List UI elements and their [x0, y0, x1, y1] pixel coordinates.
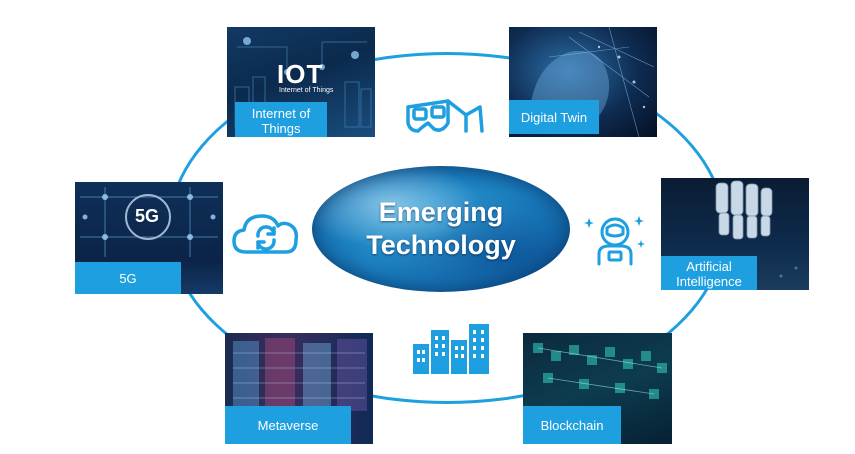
card-ai: Artificial Intelligence: [661, 178, 809, 290]
buildings-icon: [413, 324, 489, 374]
cloud-sync-icon: [232, 214, 299, 254]
ai-label-line2: Intelligence: [676, 274, 742, 289]
blockchain-label-text: Blockchain: [540, 417, 604, 433]
card-5g: 5G 5G: [75, 182, 223, 294]
ai-label-line1: Artificial: [686, 259, 732, 274]
fiveg-label: 5G: [75, 262, 181, 294]
card-metaverse: Metaverse: [225, 333, 373, 444]
iot-photo-subtitle: Internet of Things: [279, 87, 334, 94]
card-blockchain: Blockchain: [523, 333, 672, 444]
iot-label-line1: Internet of: [251, 106, 311, 121]
center-topic: Emerging Technology: [312, 166, 570, 292]
fiveg-photo-title: 5G: [135, 206, 160, 226]
astronaut-icon: [584, 216, 645, 266]
digital-twin-label: Digital Twin: [509, 100, 599, 134]
card-digital-twin: Digital Twin: [509, 27, 657, 137]
iot-photo-title: IOT: [277, 59, 324, 89]
iot-label: Internet of Things: [235, 102, 327, 137]
center-title-line2: Technology: [366, 230, 516, 260]
card-iot: IOT Internet of Things Internet of Thing…: [227, 27, 375, 137]
center-title-line1: Emerging: [378, 197, 504, 227]
fiveg-label-text: 5G: [119, 270, 137, 286]
ai-label: Artificial Intelligence: [661, 256, 757, 290]
iot-label-line2: Things: [261, 121, 301, 136]
blockchain-label: Blockchain: [523, 406, 621, 444]
metaverse-label-text: Metaverse: [257, 417, 319, 433]
digital-twin-label-text: Digital Twin: [520, 109, 588, 125]
vr-glasses-icon: [406, 99, 484, 133]
metaverse-label: Metaverse: [225, 406, 351, 444]
